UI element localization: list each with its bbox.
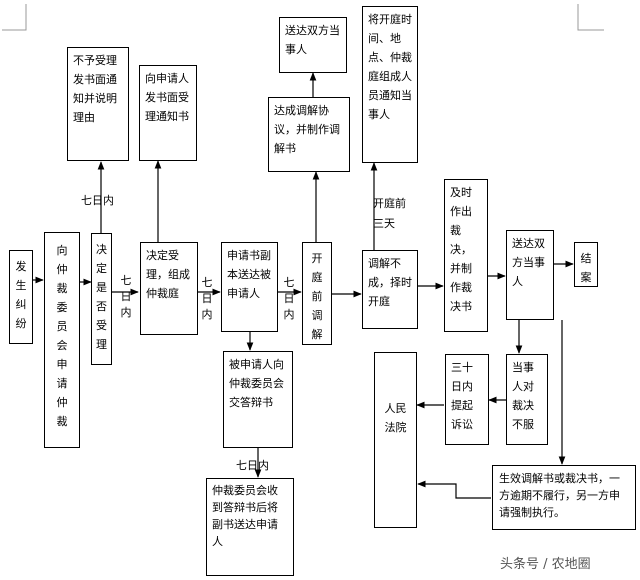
node-closed: 结案 (574, 242, 598, 287)
node-not-accept: 不予受理发书面通知并说明理由 (67, 47, 129, 161)
node-no-agreement: 调解不成，择时开庭 (362, 250, 418, 329)
node-decide-accept: 决定是否受理 (91, 233, 112, 365)
node-accept: 决定受理，组成仲裁庭 (140, 242, 198, 335)
node-lawsuit: 三十日内提起诉讼 (445, 354, 489, 445)
node-enforce: 生效调解书或裁决书，一方逾期不履行，另一方申请强制执行。 (492, 465, 636, 530)
node-award: 及时作出裁决，并制作裁决书 (444, 179, 488, 332)
watermark: 头条号 / 农地圈 (500, 557, 591, 572)
node-mediation: 开庭前调解 (302, 242, 332, 345)
arrow-enforce-to-court (417, 480, 491, 499)
node-defense-copy: 仲裁委员会收到答辩书后将副书送达申请人 (206, 478, 294, 576)
node-deliver-both-1: 送达双方当事人 (279, 17, 347, 73)
node-apply: 向仲裁委员会申请仲裁 (44, 232, 80, 448)
node-send-copy: 申请书副本送达被申请人 (221, 242, 278, 332)
node-agreement: 达成调解协议，并制作调解书 (268, 97, 350, 172)
node-notify-applicant: 向申请人发书面受理通知书 (139, 65, 197, 161)
node-court: 人民法院 (374, 352, 417, 528)
node-deliver-both-2: 送达双方当事人 (506, 230, 554, 320)
label-seven-days-defense: 七日内 (236, 459, 269, 472)
node-defense: 被申请人向仲裁委员会交答辩书 (223, 351, 293, 448)
label-three-days-before: 开庭前三天 (373, 197, 406, 230)
node-dispute: 发生纠纷 (9, 250, 33, 344)
label-seven-days-c: 七日内 (283, 276, 295, 321)
label-seven-days-up: 七日内 (81, 194, 114, 207)
label-seven-days-a: 七日内 (120, 274, 132, 319)
label-seven-days-b: 七日内 (201, 276, 213, 321)
node-dissatisfied: 当事人对裁决不服 (506, 354, 548, 445)
node-notify-hearing: 将开庭时间、地点、仲裁庭组成人员通知当事人 (362, 6, 418, 163)
